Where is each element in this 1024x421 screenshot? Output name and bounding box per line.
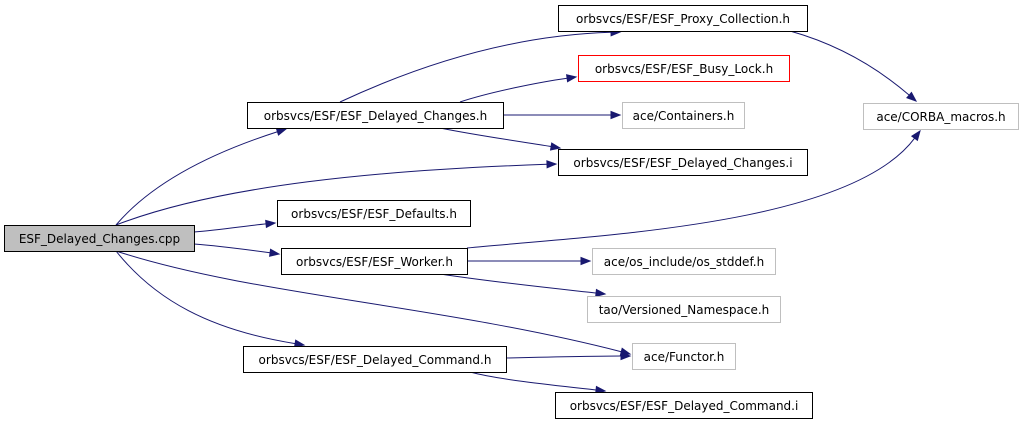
edge-worker_h-to-os_stddef_h — [467, 256, 592, 266]
node-label: tao/Versioned_Namespace.h — [599, 303, 770, 317]
arrow-head-icon — [269, 248, 281, 257]
node-label: orbsvcs/ESF/ESF_Delayed_Command.i — [570, 399, 799, 413]
arrow-head-icon — [549, 142, 562, 151]
edge-line — [339, 31, 612, 103]
node-busy-lock-h[interactable]: orbsvcs/ESF/ESF_Busy_Lock.h — [578, 55, 790, 82]
edge-line — [115, 163, 548, 226]
arrow-head-icon — [610, 110, 622, 120]
node-label: ace/Functor.h — [644, 350, 725, 364]
edge-root-to-delayed_changes_i — [115, 160, 558, 226]
node-delayed-changes-h[interactable]: orbsvcs/ESF/ESF_Delayed_Changes.h — [247, 102, 504, 129]
arrow-head-icon — [910, 129, 921, 142]
edge-delayed_command_h-to-functor_h — [505, 351, 632, 361]
node-box — [558, 5, 808, 32]
node-label: orbsvcs/ESF/ESF_Delayed_Changes.h — [264, 109, 487, 123]
node-box — [555, 392, 813, 419]
edge-root-to-delayed_command_h — [115, 250, 306, 348]
node-box — [863, 103, 1019, 130]
edge-delayed_command_h-to-delayed_command_i — [469, 371, 607, 395]
node-box — [632, 343, 736, 370]
arrow-head-icon — [265, 219, 277, 229]
node-containers-h: ace/Containers.h — [622, 102, 745, 129]
node-label: orbsvcs/ESF/ESF_Worker.h — [296, 255, 453, 269]
edge-line — [193, 243, 271, 254]
edge-delayed_changes_h-to-busy_lock_h — [459, 74, 578, 103]
node-defaults-h[interactable]: orbsvcs/ESF/ESF_Defaults.h — [277, 200, 471, 227]
arrow-head-icon — [620, 351, 632, 361]
node-label: orbsvcs/ESF/ESF_Defaults.h — [291, 207, 457, 221]
edge-line — [459, 77, 568, 103]
node-delayed-command-h[interactable]: orbsvcs/ESF/ESF_Delayed_Command.h — [243, 346, 507, 373]
node-box — [277, 200, 471, 227]
edge-root-to-worker_h — [193, 243, 281, 257]
node-label: ace/Containers.h — [633, 109, 735, 123]
node-proxy-collection-h[interactable]: orbsvcs/ESF/ESF_Proxy_Collection.h — [558, 5, 808, 32]
node-delayed-command-i[interactable]: orbsvcs/ESF/ESF_Delayed_Command.i — [555, 392, 813, 419]
node-label: orbsvcs/ESF/ESF_Proxy_Collection.h — [576, 12, 790, 26]
node-worker-h[interactable]: orbsvcs/ESF/ESF_Worker.h — [281, 248, 468, 275]
edge-line — [193, 223, 267, 233]
edge-line — [115, 131, 278, 226]
edge-delayed_changes_h-to-containers_h — [502, 110, 622, 120]
node-box — [578, 55, 790, 82]
node-versioned-ns-h: tao/Versioned_Namespace.h — [587, 296, 781, 323]
arrow-head-icon — [580, 256, 592, 266]
node-box — [558, 149, 808, 176]
node-box — [592, 248, 776, 275]
edges-layer — [115, 28, 921, 395]
node-box — [587, 296, 781, 323]
node-label: orbsvcs/ESF/ESF_Busy_Lock.h — [595, 62, 773, 76]
node-box — [281, 248, 468, 275]
node-box — [243, 346, 507, 373]
edge-root-to-defaults_h — [193, 219, 277, 233]
node-label: ace/os_include/os_stddef.h — [604, 255, 764, 269]
edge-line — [439, 127, 552, 148]
edge-line — [469, 371, 597, 391]
edge-worker_h-to-versioned_ns_h — [439, 273, 607, 298]
node-root[interactable]: ESF_Delayed_Changes.cpp — [4, 225, 195, 252]
node-box — [247, 102, 504, 129]
arrow-head-icon — [595, 288, 607, 298]
nodes-layer: ESF_Delayed_Changes.cpp orbsvcs/ESF/ESF_D… — [4, 5, 1019, 419]
node-box — [4, 225, 195, 252]
edge-worker_h-to-corba_macros_h — [466, 129, 921, 249]
node-delayed-changes-i[interactable]: orbsvcs/ESF/ESF_Delayed_Changes.i — [558, 149, 808, 176]
edge-line — [466, 137, 916, 249]
node-label: ace/CORBA_macros.h — [876, 110, 1005, 124]
node-corba-macros-h: ace/CORBA_macros.h — [863, 103, 1019, 130]
node-functor-h: ace/Functor.h — [632, 343, 736, 370]
edge-delayed_changes_h-to-delayed_changes_i — [439, 127, 562, 151]
node-os-stddef-h: ace/os_include/os_stddef.h — [592, 248, 776, 275]
arrow-head-icon — [566, 74, 578, 83]
edge-root-to-delayed_changes_h — [115, 127, 288, 226]
arrow-head-icon — [906, 91, 918, 102]
edge-line — [505, 355, 622, 359]
node-box — [622, 102, 745, 129]
edge-line — [789, 30, 910, 96]
edge-proxy_collection_h-to-corba_macros_h — [789, 30, 918, 102]
edge-line — [115, 250, 296, 345]
edge-line — [439, 273, 597, 294]
arrow-head-icon — [275, 127, 288, 136]
node-label: ESF_Delayed_Changes.cpp — [19, 232, 180, 246]
node-label: orbsvcs/ESF/ESF_Delayed_Command.h — [259, 353, 492, 367]
node-label: orbsvcs/ESF/ESF_Delayed_Changes.i — [573, 156, 792, 170]
arrow-head-icon — [546, 160, 558, 169]
edge-line — [115, 250, 622, 353]
